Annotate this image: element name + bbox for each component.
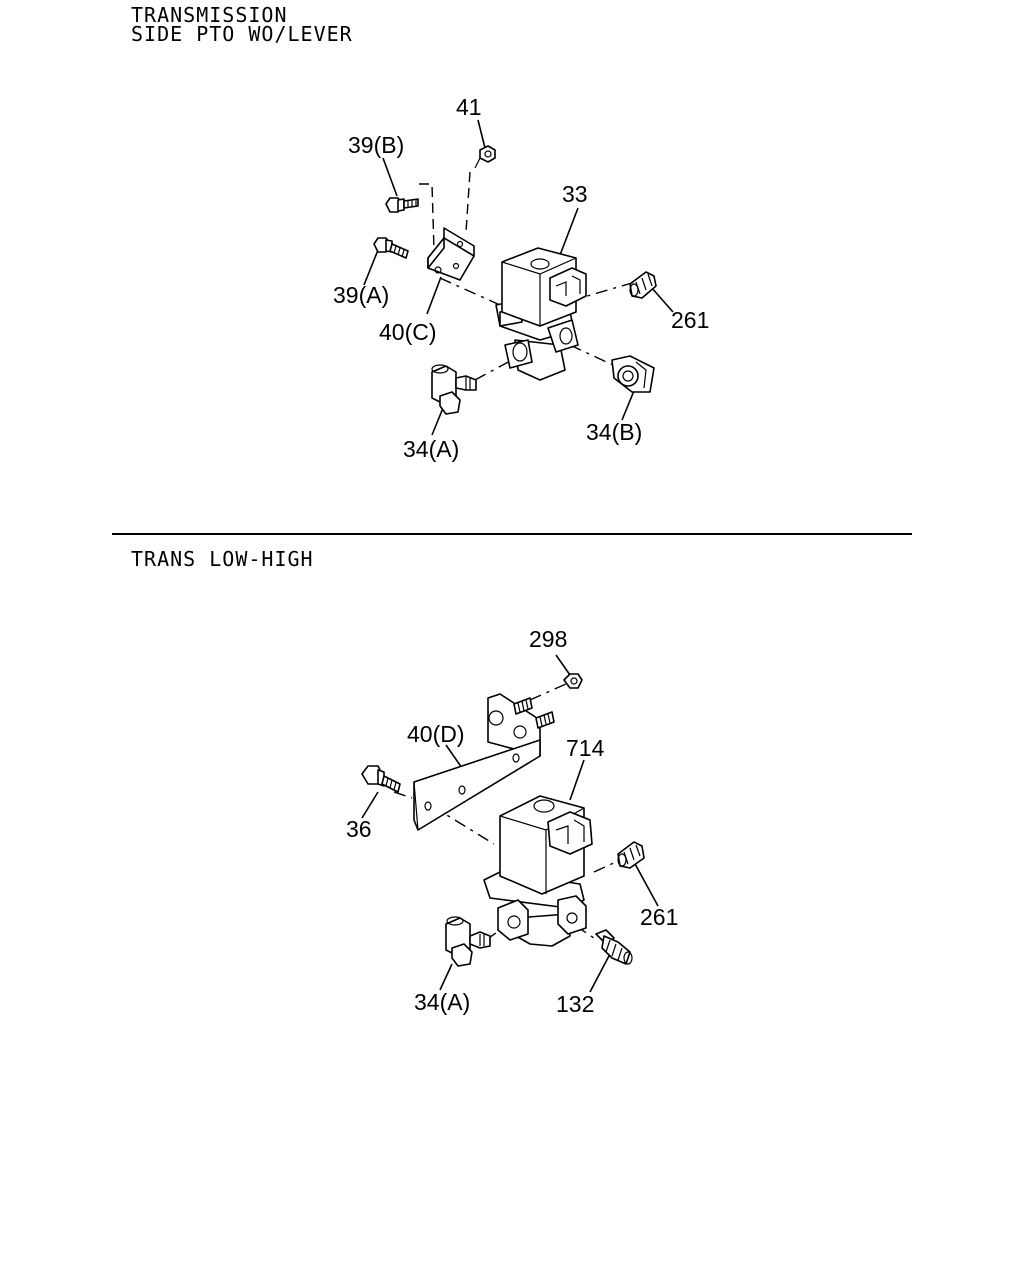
- callout-40c: 40(C): [379, 319, 437, 345]
- bolt-39a: [373, 237, 409, 259]
- assembly-line-298: [529, 683, 567, 701]
- bracket-40c: [427, 227, 475, 281]
- solenoid-valve-33: [495, 247, 587, 381]
- nut-41: [474, 145, 496, 169]
- callout-40d: 40(D): [407, 721, 465, 747]
- callout-36: 36: [346, 816, 372, 842]
- leader-714: [569, 759, 585, 801]
- plug-261-lower: [617, 841, 645, 869]
- callout-261: 261: [671, 307, 709, 333]
- bolt-39b: [385, 197, 419, 213]
- leader-39b: [382, 157, 398, 197]
- leader-41: [477, 119, 486, 149]
- assembly-line-36: [393, 791, 413, 799]
- leader-36: [361, 791, 379, 819]
- leader-298: [555, 654, 571, 676]
- solenoid-valve-714: [483, 795, 593, 947]
- callout-132: 132: [556, 991, 594, 1017]
- callout-714: 714: [566, 735, 605, 761]
- callout-39b: 39(B): [348, 132, 404, 158]
- section1-assembly: 41 39(B) 33 39(A) 261 40(C) 34(A) 34(B): [333, 94, 709, 462]
- callout-41: 41: [456, 94, 482, 120]
- banjo-fitting-34b: [611, 355, 655, 393]
- assembly-line-34b: [569, 344, 616, 367]
- leader-40c: [426, 276, 442, 315]
- elbow-fitting-34a-lower: [445, 916, 491, 967]
- section1-title-line1: TRANSMISSION: [131, 3, 288, 27]
- leader-39a: [363, 249, 379, 286]
- callout-34a: 34(A): [403, 436, 459, 462]
- assembly-line-39b: [419, 183, 435, 251]
- bolt-36: [361, 765, 401, 793]
- callout-39a: 39(A): [333, 282, 389, 308]
- assembly-line-261: [593, 859, 621, 873]
- leader-261: [650, 286, 674, 313]
- elbow-fitting-34a: [431, 364, 477, 415]
- leader-34a: [431, 407, 444, 436]
- callout-34a: 34(A): [414, 989, 470, 1015]
- plug-261: [629, 271, 657, 299]
- callout-34b: 34(B): [586, 419, 642, 445]
- leader-33: [559, 207, 579, 256]
- section2-assembly: 298 40(D) 714 36 261 34(A) 132: [346, 626, 678, 1017]
- bracket-40d: [413, 693, 555, 831]
- assembly-line-bracket: [431, 805, 495, 845]
- leader-132: [589, 953, 611, 993]
- callout-261: 261: [640, 904, 678, 930]
- leader-40d: [445, 744, 463, 769]
- section2-title: TRANS LOW-HIGH: [131, 547, 314, 571]
- section1-title-line2: SIDE PTO WO/LEVER: [131, 22, 353, 46]
- nut-298: [563, 673, 583, 689]
- leader-261: [633, 861, 659, 907]
- assembly-line-bracket: [439, 277, 501, 306]
- callout-298: 298: [529, 626, 567, 652]
- leader-34a: [439, 963, 453, 991]
- fitting-132: [595, 929, 633, 965]
- assembly-line-41: [465, 171, 471, 233]
- callout-33: 33: [562, 181, 588, 207]
- assembly-line-34a: [474, 359, 513, 381]
